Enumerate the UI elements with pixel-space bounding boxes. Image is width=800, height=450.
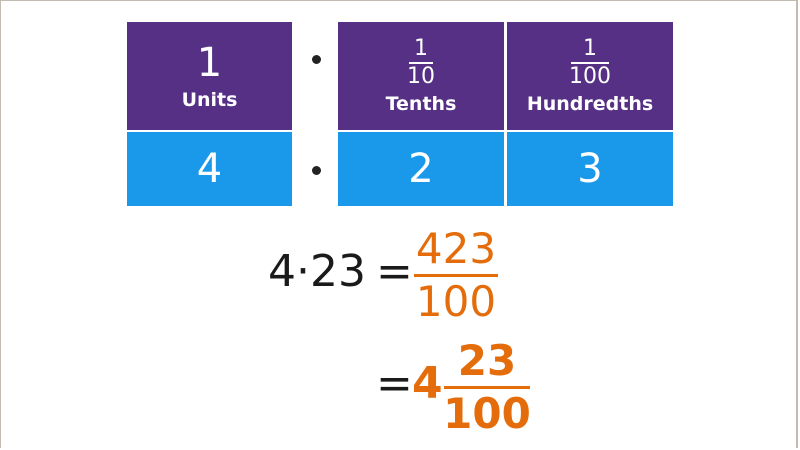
header-units: 1 Units <box>127 22 292 130</box>
hundredths-denominator: 100 <box>569 64 611 89</box>
header-tenths: 1 10 Tenths <box>338 22 504 130</box>
tenths-digit: 2 <box>408 146 434 192</box>
fraction-bar <box>444 386 530 389</box>
fraction-bar <box>414 274 498 277</box>
equals-sign-1: = <box>376 246 413 297</box>
mixed-denominator: 100 <box>443 389 531 438</box>
hundredths-numerator: 1 <box>583 36 597 61</box>
tenths-denominator: 10 <box>407 64 435 89</box>
units-digit: 4 <box>196 146 223 192</box>
improper-denominator: 100 <box>415 277 497 326</box>
improper-numerator: 423 <box>415 224 497 273</box>
header-hundredths: 1 100 Hundredths <box>507 22 673 130</box>
hundredths-digit: 3 <box>577 146 603 192</box>
decimal-number: 4·23 <box>268 246 366 297</box>
fraction-bar <box>409 62 433 64</box>
units-value: 1 <box>196 40 223 86</box>
hundredths-label: Hundredths <box>526 93 654 115</box>
mixed-fraction: 23 100 <box>443 336 531 438</box>
equals-sign-2: = <box>376 358 413 409</box>
fraction-bar <box>571 62 609 64</box>
mixed-numerator: 23 <box>457 336 517 385</box>
digit-tenths: 2 <box>338 132 504 206</box>
mixed-whole: 4 <box>412 358 443 409</box>
digit-hundredths: 3 <box>507 132 673 206</box>
tenths-label: Tenths <box>385 93 457 115</box>
decimal-point-header <box>312 55 321 64</box>
tenths-fraction: 1 10 <box>407 37 435 89</box>
digit-units: 4 <box>127 132 292 206</box>
units-label: Units <box>181 89 238 111</box>
decimal-point-digits <box>312 166 321 175</box>
improper-fraction: 423 100 <box>414 226 498 325</box>
hundredths-fraction: 1 100 <box>569 37 611 89</box>
tenths-numerator: 1 <box>414 36 428 61</box>
